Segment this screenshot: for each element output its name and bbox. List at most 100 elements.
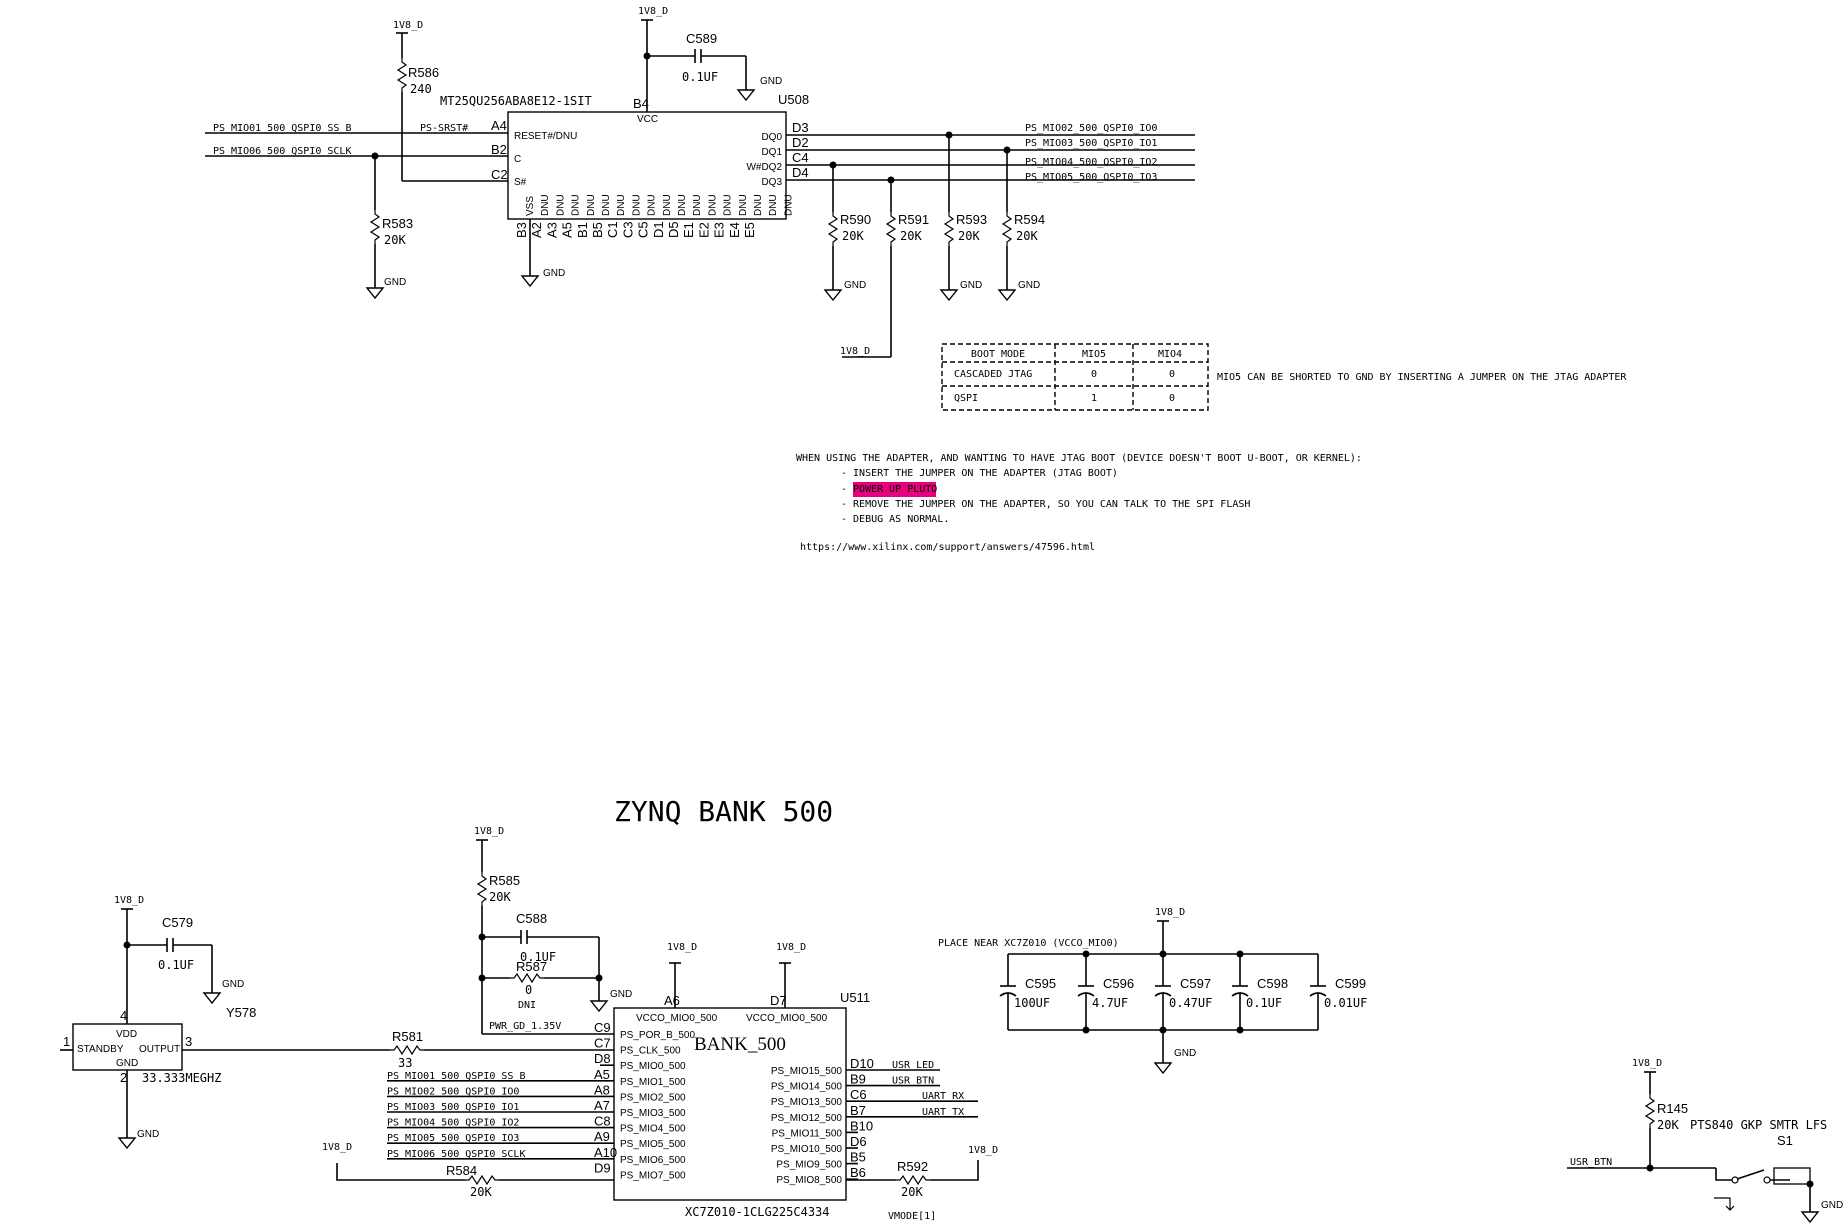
y578-n3: 3 [185,1034,192,1049]
s1-ref: S1 [1777,1133,1793,1148]
vmode-label: VMODE[1] [888,1211,936,1222]
u508-pin-d2: D2 [792,135,809,150]
r586-ref: R586 [408,65,439,80]
u508-bottom-pin-num: C1 [605,221,620,238]
y578-rail: 1V8_D [114,895,144,906]
r145-ref: R145 [1657,1101,1688,1116]
u508-bottom-pin-name: DNU [768,194,779,216]
u511-left-pin-num: A7 [594,1098,610,1113]
cap-ref: C597 [1180,976,1211,991]
r591-rail: 1V8_D [840,346,870,357]
u511-left-pin-name: PS_MIO0_500 [620,1061,686,1072]
u511-right-pin-num: B7 [850,1103,866,1118]
instructions-step-2: - POWER UP PLUTO [841,484,937,495]
u508-pin-c4: C4 [792,150,809,165]
u511-left-pin-num: C9 [594,1020,611,1035]
u508-bottom-pin-num: B1 [575,222,590,238]
table-cell-jtag-mio5: 0 [1091,369,1097,380]
r585-rail: 1V8_D [474,826,504,837]
u511-pin-d7: D7 [770,993,787,1008]
u511-right-pin-num: B6 [850,1165,866,1180]
u511-left-pin-name: PS_POR_B_500 [620,1030,695,1041]
cap-val: 4.7UF [1092,996,1128,1010]
cap-val: 0.01UF [1324,996,1367,1010]
u511-right-pin-num: D6 [850,1134,867,1149]
u511-left-pin-name: PS_MIO3_500 [620,1108,686,1119]
u511-right-pin-name: PS_MIO13_500 [771,1097,843,1108]
r584-ref: R584 [446,1163,477,1178]
r592-rail: 1V8_D [968,1145,998,1156]
r145-val: 20K [1657,1118,1679,1132]
r594-ref: R594 [1014,212,1045,227]
u508-bottom-pin-num: B3 [514,222,529,238]
table-side-note: MIO5 CAN BE SHORTED TO GND BY INSERTING … [1217,372,1627,383]
r584-val: 20K [470,1185,492,1199]
cap-val: 100UF [1014,996,1050,1010]
u511-left-pin-name: PS_MIO5_500 [620,1139,686,1150]
r587-ref: R587 [516,959,547,974]
bank-title: ZYNQ BANK 500 [614,795,833,828]
u511-left-pin-name: PS_MIO6_500 [620,1155,686,1166]
r591-ref: R591 [898,212,929,227]
cap-ref: C598 [1257,976,1288,991]
u508-bottom-pin-name: DNU [738,194,749,216]
u508-bottom-pin-num: B5 [590,222,605,238]
u511-left-pin-name: PS_CLK_500 [620,1046,681,1057]
net-qspi-io3: PS_MIO05_500_QSPI0_IO3 [1025,172,1157,183]
u511-right-pin-num: C6 [850,1087,867,1102]
table-header-mio4: MIO4 [1158,349,1182,360]
u511-right-pin-num: D10 [850,1056,874,1071]
u508-bottom-pin-name: DNU [540,194,551,216]
u508-bottom-pin-name: DNU [707,194,718,216]
u508-bottom-pin-num: A3 [544,222,559,238]
u511-right-pin-name: PS_MIO8_500 [776,1175,842,1186]
boot-mode-table: BOOT MODE MIO5 MIO4 CASCADED JTAG 0 0 QS… [941,343,1627,411]
u508-bottom-pin-num: A2 [529,222,544,238]
u508-name-c: C [514,154,521,165]
caps-gnd: GND [1174,1048,1196,1059]
u508-pin-d4: D4 [792,165,809,180]
cap-ref: C596 [1103,976,1134,991]
u508-ref: U508 [778,92,809,107]
u511-left-pin-num: D9 [594,1160,611,1175]
u511-left-pin-num: D8 [594,1051,611,1066]
y578-gnd-pin: GND [116,1058,138,1069]
r593-gnd: GND [960,280,982,291]
u508-name-dq3: DQ3 [761,177,782,188]
pwr-gd-net: PWR_GD_1.35V [489,1021,561,1032]
r581-ref: R581 [392,1029,423,1044]
u511-right-net: UART_RX [922,1091,964,1102]
decoupling-note: PLACE NEAR XC7Z010 (VCCO_MIO0) [938,938,1119,949]
u511-ref: U511 [840,990,870,1005]
c579-val: 0.1UF [158,958,194,972]
u508-flash: U508 MT25QU256ABA8E12-1SIT B4 VCC 1V8_D … [205,6,1195,358]
r594-gnd: GND [1018,280,1040,291]
u508-name-s: S# [514,177,527,188]
u508-bottom-pin-name: DNU [631,194,642,216]
net-qspi-io2: PS_MIO04_500_QSPI0_IO2 [1025,157,1157,168]
u511-right-pin-name: PS_MIO14_500 [771,1082,843,1093]
table-cell-jtag: CASCADED JTAG [954,369,1032,380]
u511-vcco-2: VCCO_MIO0_500 [746,1013,828,1024]
table-cell-qspi: QSPI [954,393,978,404]
r593-ref: R593 [956,212,987,227]
u511-right-pin-num: B9 [850,1072,866,1087]
r583-ref: R583 [382,216,413,231]
u511-zynq: U511 BANK_500 XC7Z010-1CLG225C4334 A6 D7… [322,942,998,1222]
user-button: 1V8_D R145 20K PTS840 GKP SMTR LFS S1 US… [1567,1058,1843,1223]
r590-gnd: GND [844,280,866,291]
u508-bottom-pin-num: A5 [560,222,575,238]
u508-bottom-pin-num: D5 [666,221,681,238]
jtag-instructions: WHEN USING THE ADAPTER, AND WANTING TO H… [796,453,1362,553]
u508-bottom-pin-num: C5 [636,221,651,238]
u508-bottom-pin-name: DNU [692,194,703,216]
u511-pin-a6: A6 [664,993,680,1008]
r145-rail: 1V8_D [1632,1058,1662,1069]
instructions-step-3: - REMOVE THE JUMPER ON THE ADAPTER, SO Y… [841,499,1250,510]
r585-ref: R585 [489,873,520,888]
c588-ref: C588 [516,911,547,926]
u511-right-net: UART_TX [922,1107,964,1118]
u508-bottom-pin-name: DNU [723,194,734,216]
table-cell-qspi-mio4: 0 [1169,393,1175,404]
